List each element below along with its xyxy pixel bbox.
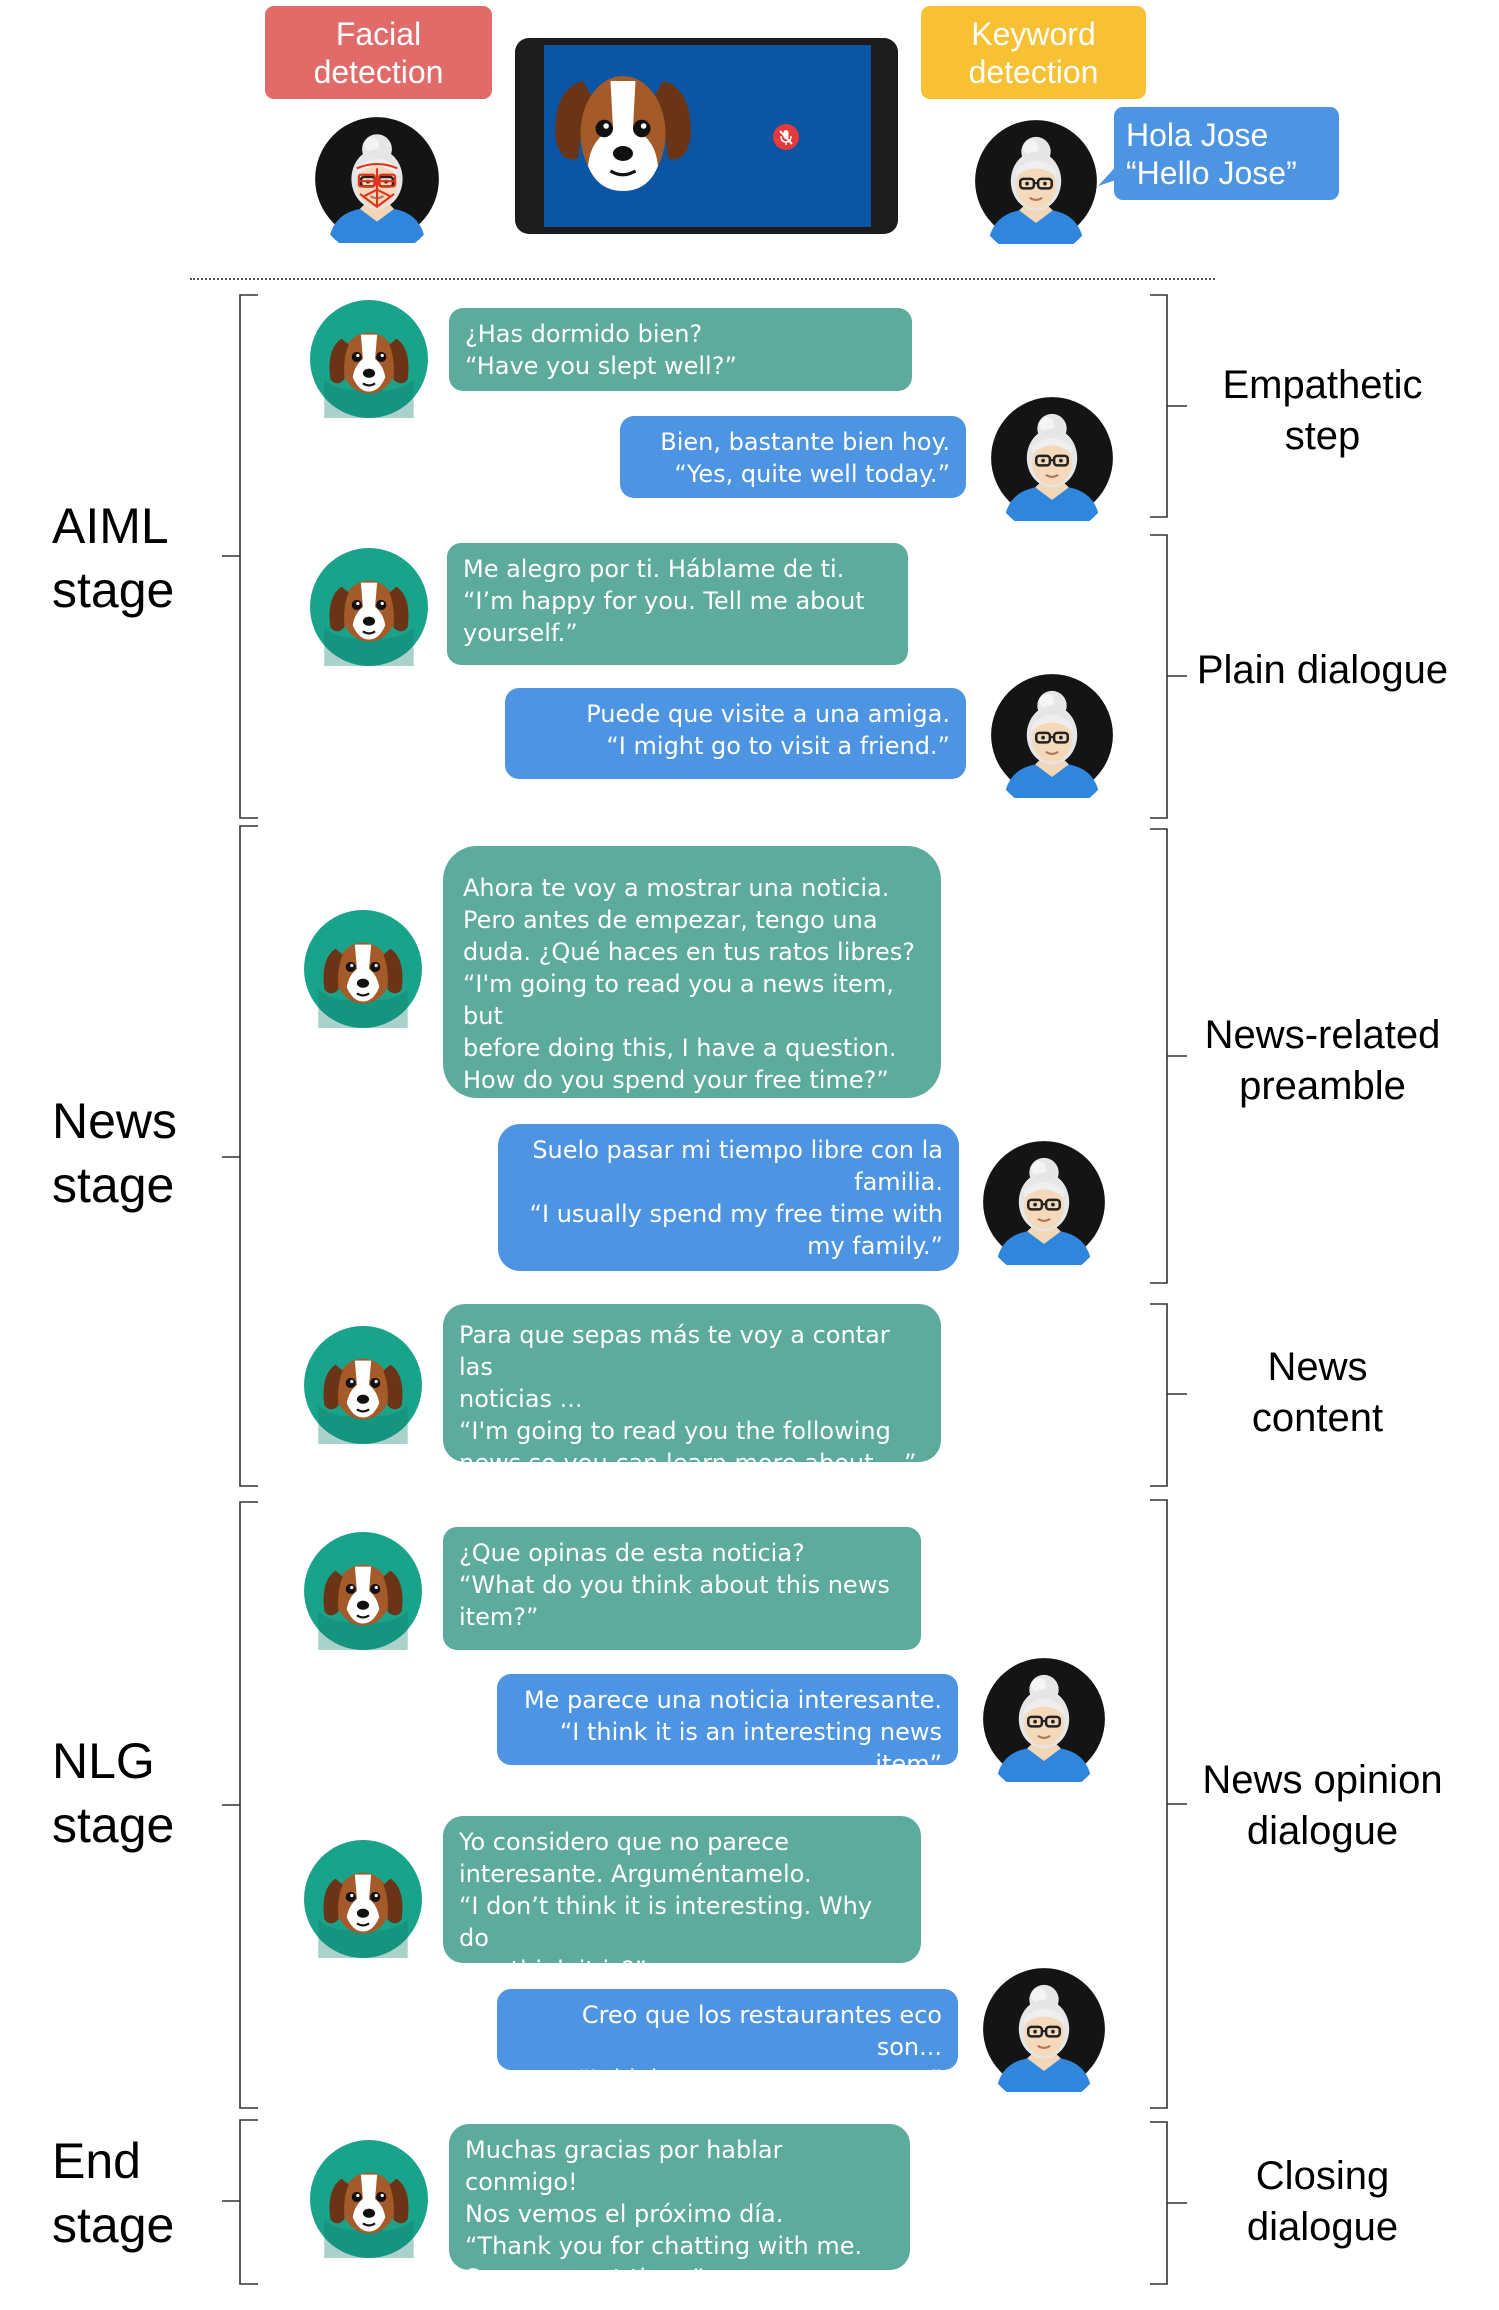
step-label-plain: Plain dialogue xyxy=(1196,648,1449,692)
stage-label-end: End stage xyxy=(52,2133,175,2253)
step-label-content: News content xyxy=(1251,1345,1384,1440)
step-label-empathetic: Empathetic step xyxy=(1222,363,1423,458)
message-user-bubble: Bien, bastante bien hoy. “Yes, quite wel… xyxy=(620,416,966,498)
muted-microphone-icon xyxy=(773,124,799,150)
step-label-closing: Closing dialogue xyxy=(1246,2154,1399,2249)
user-avatar-icon xyxy=(981,1139,1107,1265)
keyword-detection-text: Keyword detection xyxy=(968,15,1099,90)
step-label-opinion: News opinion dialogue xyxy=(1202,1758,1443,1853)
section-divider xyxy=(190,278,1215,280)
user-avatar-icon xyxy=(989,672,1115,798)
face-scan-avatar-icon xyxy=(313,115,441,243)
greeting-bubble-tail xyxy=(1098,160,1122,186)
message-robot-bubble: ¿Has dormido bien? “Have you slept well?… xyxy=(449,308,912,391)
robot-avatar-icon xyxy=(308,298,430,420)
tablet-device xyxy=(515,38,898,234)
bracket-content xyxy=(1150,1303,1187,1487)
user-avatar-icon xyxy=(981,1966,1107,2092)
message-robot-bubble: Muchas gracias por hablar conmigo! Nos v… xyxy=(449,2124,910,2270)
message-user-bubble: Me parece una noticia interesante. “I th… xyxy=(497,1674,958,1765)
facial-detection-label: Facial detection xyxy=(265,6,492,99)
message-robot-bubble: Ahora te voy a mostrar una noticia. Pero… xyxy=(443,846,941,1098)
robot-avatar-icon xyxy=(302,1530,424,1652)
bracket-plain xyxy=(1150,534,1187,819)
robot-avatar-icon xyxy=(302,1838,424,1960)
stage-label-news: News stage xyxy=(52,1093,178,1213)
bracket-end xyxy=(222,2119,258,2285)
bracket-closing xyxy=(1150,2121,1187,2285)
robot-avatar-icon xyxy=(302,1324,424,1446)
robot-avatar-icon xyxy=(302,908,424,1030)
message-user-bubble: Suelo pasar mi tiempo libre con la famil… xyxy=(498,1124,959,1271)
tablet-screen xyxy=(544,45,871,227)
greeting-bubble: Hola Jose “Hello Jose” xyxy=(1114,107,1339,200)
message-robot-bubble: ¿Que opinas de esta noticia? “What do yo… xyxy=(443,1527,921,1650)
message-robot-bubble: Para que sepas más te voy a contar las n… xyxy=(443,1304,941,1462)
user-avatar-icon xyxy=(989,395,1115,521)
message-robot-bubble: Yo considero que no parece interesante. … xyxy=(443,1816,921,1963)
message-robot-bubble: Me alegro por ti. Háblame de ti. “I’m ha… xyxy=(447,543,908,665)
bracket-preamble xyxy=(1150,828,1187,1284)
robot-avatar-icon xyxy=(308,546,430,668)
robot-avatar-icon xyxy=(308,2138,430,2260)
stage-label-nlg: NLG stage xyxy=(52,1733,175,1853)
bracket-news xyxy=(222,825,258,1487)
bracket-empathetic xyxy=(1150,294,1187,518)
keyword-detection-label: Keyword detection xyxy=(921,6,1146,99)
bracket-nlg xyxy=(222,1501,258,2109)
step-label-preamble: News-related preamble xyxy=(1204,1013,1441,1108)
user-avatar-icon xyxy=(981,1656,1107,1782)
greeting-text: Hola Jose “Hello Jose” xyxy=(1126,116,1297,191)
message-user-bubble: Creo que los restaurantes eco son... “I … xyxy=(497,1989,958,2070)
bracket-aiml xyxy=(222,294,258,819)
robot-face-icon xyxy=(555,76,691,191)
facial-detection-text: Facial detection xyxy=(313,15,444,90)
message-user-bubble: Puede que visite a una amiga. “I might g… xyxy=(505,688,966,779)
stage-label-aiml: AIML stage xyxy=(52,498,175,618)
bracket-opinion xyxy=(1150,1499,1187,2109)
